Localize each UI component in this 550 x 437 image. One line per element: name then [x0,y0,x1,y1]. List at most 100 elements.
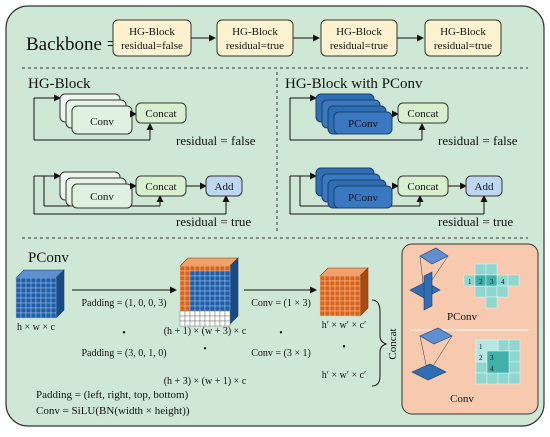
input-cube-cell [45,302,52,309]
dots-1: • [122,328,126,339]
inset-pconv-highlight [485,274,498,287]
input-cube-cell [30,297,37,304]
hg-pconv-residual-false-label: residual = false [438,133,518,148]
padded-cube-cell [184,280,191,287]
padded-cube-cell [209,275,216,282]
output-cube-cell [354,300,361,307]
output-cube-cell [354,290,361,297]
output-cube-cell [349,310,356,317]
input-dims-label: h × w × c [17,322,56,333]
inset-pconv-label: PConv [447,311,477,323]
output-cube-cell [349,290,356,297]
padded-cube-cell [224,305,231,312]
padded-cube-cell [179,280,186,287]
output-cube-cell [339,305,346,312]
input-cube-cell [45,312,52,319]
hg-block-title: HG-Block [28,76,91,92]
conv-1-label: Conv = (1 × 3) [251,298,311,309]
padded-cube-cell [219,295,226,302]
inset-conv-number: 4 [490,365,494,373]
pconv-concat-label: Concat [387,328,399,359]
padded-cube-cell [179,270,186,277]
padded-cube-cell [224,310,231,317]
padding-1-label: Padding = (1, 0, 0, 3) [81,298,166,309]
padded-cube-cell [189,270,196,277]
backbone-block-1: HG-Block residual=false [112,19,192,57]
input-cube-cell [25,287,32,294]
output-cube-cell [319,300,326,307]
padded-cube-cell [209,315,216,322]
output-cube-cell [319,295,326,302]
backbone-block-3-residual: residual=true [330,40,388,52]
backbone-block-4-name: HG-Block [440,26,486,38]
output-cube-cell [354,310,361,317]
padded-cube-cell [189,265,196,272]
backbone-block-4: HG-Block residual=true [424,19,502,57]
concat-brace [371,299,388,387]
output-cube-cell [349,285,356,292]
input-cube-cell [25,297,32,304]
padded-cube-cell [199,270,206,277]
output-cube-cell [319,310,326,317]
output-cube-cell [344,300,351,307]
padded-cube-cell [209,300,216,307]
padded-cube-cell [184,265,191,272]
output-dims-1-label: h′ × w′ × c′ [322,320,367,331]
backbone-block-2: HG-Block residual=true [216,19,294,57]
input-cube-cell [15,297,22,304]
hg-pconv-true-add-label: Add [475,181,494,193]
output-cube-cell [324,310,331,317]
padded-cube-cell [189,310,196,317]
output-cube-cell [334,305,341,312]
output-cube-cell [324,305,331,312]
output-cube-cell [334,280,341,287]
padded-cube-cell [224,280,231,287]
inset-pconv-cell [485,285,498,298]
output-cube-cell [334,295,341,302]
input-cube-cell [30,307,37,314]
padded-cube-cell [209,265,216,272]
padded-cube-cell [199,315,206,322]
dots-4: • [342,342,346,353]
padded-cube-cell [189,275,196,282]
padded-cube-cell [219,275,226,282]
input-cube-cell [45,297,52,304]
padded-cube-cell [199,310,206,317]
inset-pconv-cell [507,274,520,287]
padded-cube-cell [194,300,201,307]
padded-cube-cell [214,265,221,272]
output-cube-cell [324,300,331,307]
padded-cube-cell [209,310,216,317]
input-cube-cell [35,312,42,319]
dots-2: • [203,344,207,355]
padded-cube-cell [184,305,191,312]
padded-cube-cell [204,290,211,297]
input-cube-cell [30,277,37,284]
inset-conv-highlight [486,350,510,374]
padded-cube-cell [204,300,211,307]
input-cube-cell [35,307,42,314]
padded-cube-cell [194,310,201,317]
padded-cube-cell [184,275,191,282]
output-cube-cell [344,280,351,287]
padded-cube-cell [189,295,196,302]
input-cube-cell [45,282,52,289]
input-cube-cell [30,287,37,294]
dots-3: • [279,328,283,339]
padded-cube-cell [224,285,231,292]
output-cube-cell [334,310,341,317]
input-cube-cell [20,282,27,289]
padded-cube-cell [179,290,186,297]
conv-2-label: Conv = (3 × 1) [251,348,311,359]
output-cube: h′ × w′ × c′ • h′ × w′ × c′ [319,267,369,381]
input-cube-cell [40,282,47,289]
padded-cube-cell [199,275,206,282]
output-cube-cell [349,295,356,302]
input-cube-cell [35,292,42,299]
input-cube-cell [45,277,52,284]
output-cube-cell [319,275,326,282]
inset-conv-number: 1 [479,343,483,351]
output-cube-cell [339,280,346,287]
input-cube-cell [40,297,47,304]
